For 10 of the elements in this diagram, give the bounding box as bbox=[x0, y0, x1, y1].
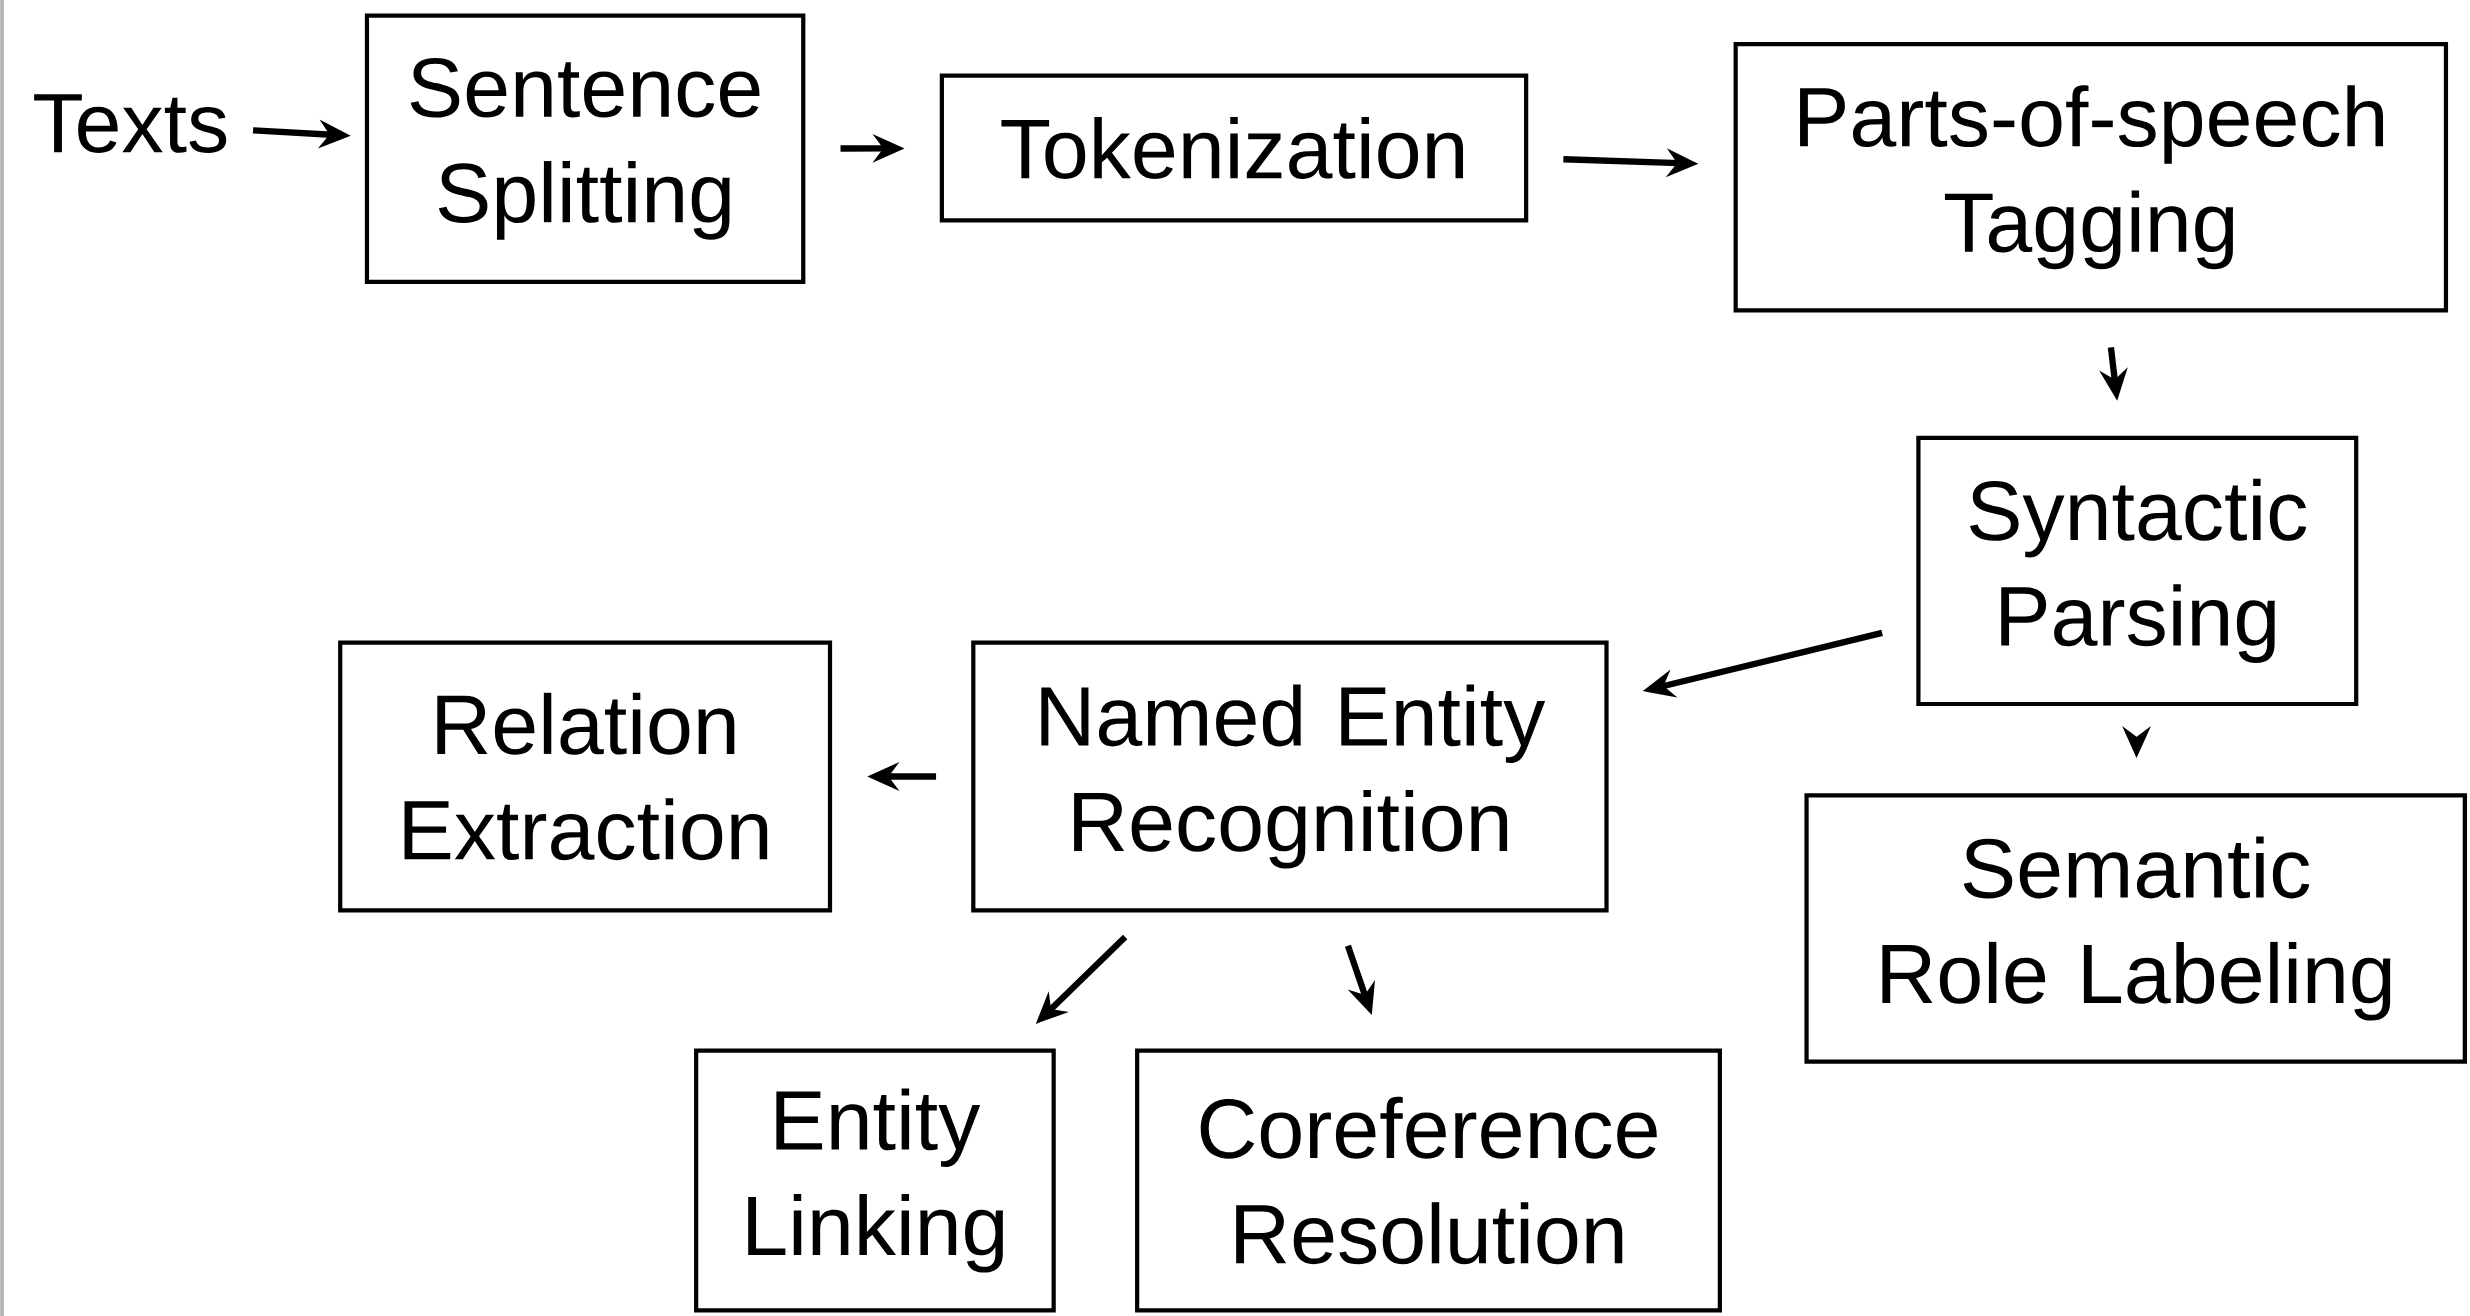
process-box: Entity Linking bbox=[694, 1048, 1056, 1313]
process-box: Tokenization bbox=[939, 73, 1529, 223]
process-box: Named Entity Recognition bbox=[971, 640, 1609, 913]
process-box: Syntactic Parsing bbox=[1916, 435, 2359, 707]
process-box: Coreference Resolution bbox=[1135, 1048, 1722, 1313]
process-box: Semantic Role Labeling bbox=[1804, 793, 2467, 1064]
process-box: Relation Extraction bbox=[338, 640, 833, 913]
process-box: Sentence Splitting bbox=[364, 13, 806, 284]
process-box: Parts-of-speech Tagging bbox=[1733, 41, 2449, 313]
input-label: Texts bbox=[34, 94, 227, 153]
